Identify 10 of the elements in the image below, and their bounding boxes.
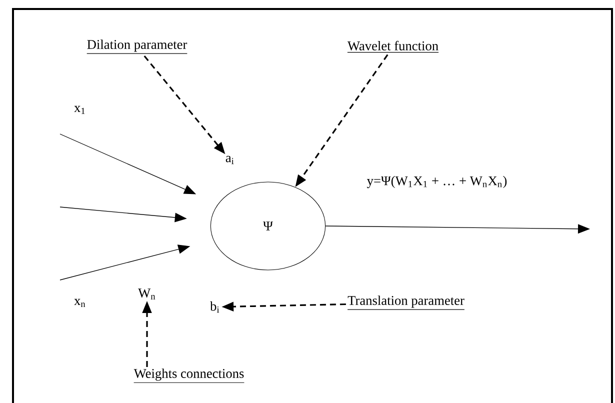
- heading-text: Wavelet function: [347, 40, 439, 53]
- parameter-label: b$_{i}$: [210, 301, 220, 313]
- output-formula: y=Ψ(W$_{1}$X$_{1}$ + … + W$_{n}$X$_{n}$): [366, 176, 507, 188]
- input-label: x$_{n}$: [74, 298, 86, 308]
- heading-text: Translation parameter: [347, 296, 465, 310]
- input-label: x$_{1}$: [74, 106, 85, 114]
- parameter-label: a$_{i}$: [226, 156, 234, 164]
- parameter-label: W$_{n}$: [138, 288, 156, 300]
- heading-text: Weights connections: [134, 368, 244, 383]
- heading-text: Dilation parameter: [86, 40, 188, 54]
